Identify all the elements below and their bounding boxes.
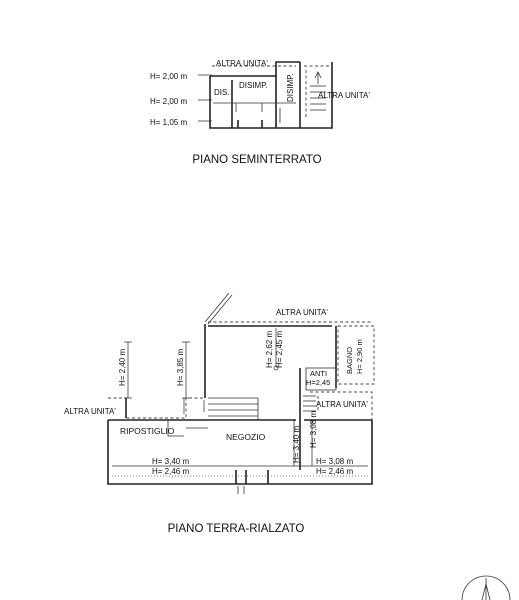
ground-room-anti: ANTI <box>310 369 327 378</box>
basement-neighbor-top: ALTRA UNITA' <box>216 59 268 68</box>
ground-title: PIANO TERRA-RIALZATO <box>168 523 305 535</box>
basement-plan: H= 2,00 m H= 2,00 m H= 1,05 m DIS. DI <box>150 59 370 166</box>
basement-height-2: H= 2,00 m <box>150 97 187 106</box>
ground-floor-plan: H= 2,40 m H= 3,85 m H= 2,62 m H= 2,45 m … <box>64 292 375 535</box>
ground-height-245: H= 2,45 m <box>275 331 284 368</box>
basement-title: PIANO SEMINTERRATO <box>192 154 321 166</box>
ground-height-262: H= 2,62 m <box>265 331 274 368</box>
basement-height-3: H= 1,05 m <box>150 118 187 127</box>
ground-neighbor-left: ALTRA UNITA' <box>64 407 116 416</box>
ground-height-left-top: H= 3,40 m <box>152 457 189 466</box>
basement-room-disimp-a: DISIMP. <box>239 81 268 90</box>
basement-room-disimp-b: DISIMP. <box>286 73 295 102</box>
north-arrow-icon <box>461 575 511 600</box>
basement-neighbor-right: ALTRA UNITA' <box>318 91 370 100</box>
ground-room-bagno-height: H= 2,90 m <box>355 339 364 374</box>
ground-height-308: H= 3,08 m <box>309 411 318 448</box>
ground-height-left-bottom: H= 2,46 m <box>152 467 189 476</box>
ground-room-ripostiglio: RIPOSTIGLIO <box>120 426 175 436</box>
basement-height-1: H= 2,00 m <box>150 72 187 81</box>
ground-height-right-top: H= 3,08 m <box>316 457 353 466</box>
ground-room-negozio: NEGOZIO <box>226 432 266 442</box>
ground-height-right-bottom: H= 2,46 m <box>316 467 353 476</box>
ground-height-385: H= 3,85 m <box>176 349 185 386</box>
ground-height-340: H= 3,40 m <box>292 426 301 463</box>
ground-height-240: H= 2,40 m <box>118 349 127 386</box>
ground-neighbor-right: ALTRA UNITA' <box>316 400 368 409</box>
ground-room-anti-height: H=2,45 <box>306 378 330 387</box>
ground-neighbor-top: ALTRA UNITA' <box>276 308 328 317</box>
basement-room-dis: DIS. <box>214 88 230 97</box>
ground-room-bagno: BAGNO <box>345 347 354 374</box>
